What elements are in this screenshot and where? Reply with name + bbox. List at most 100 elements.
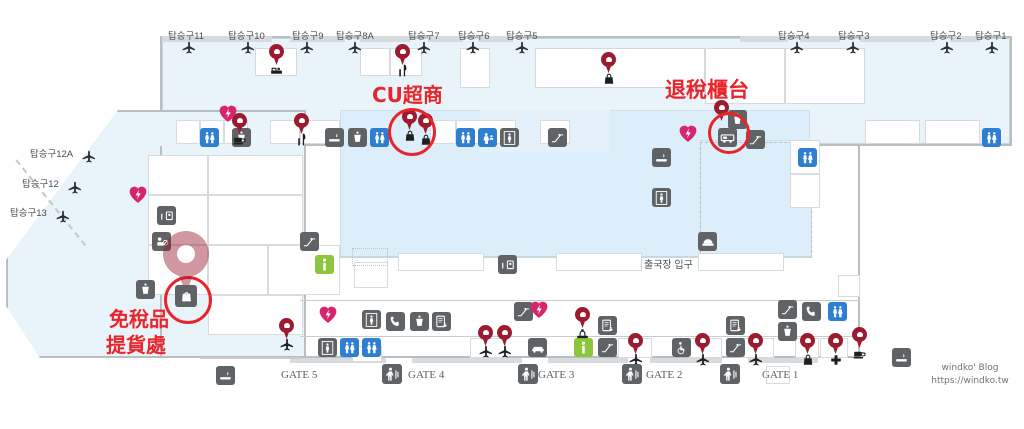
icon-atm-left[interactable] (157, 206, 176, 225)
icon-water-left[interactable] (136, 280, 155, 299)
pin-bag-gate1[interactable] (800, 333, 815, 354)
icon-phone-b1[interactable] (386, 312, 405, 331)
gate-label-top-0: 탑승구11 (168, 31, 205, 42)
tax-refund-counter: 退稅櫃台 (665, 78, 749, 102)
icon-restroom-b2[interactable] (362, 338, 381, 357)
pin-nursery-gate10[interactable] (269, 44, 284, 65)
icon-pet-left[interactable] (152, 232, 171, 251)
icon-smoking-b-right[interactable] (892, 348, 911, 367)
gate-label-bottom-4: GATE 1 (762, 369, 799, 381)
aed-heart-glyph (129, 186, 147, 203)
icon-phone-b2[interactable] (802, 302, 821, 321)
icon-smoking-top[interactable] (325, 128, 344, 147)
pin-coffee-gate1[interactable] (852, 327, 867, 348)
icon-water-b1[interactable] (410, 312, 429, 331)
icon-escalator-b1[interactable] (514, 302, 533, 321)
pin-head (395, 44, 410, 59)
icon-smoking-mid[interactable] (652, 148, 671, 167)
pin-tail (500, 335, 509, 346)
crosswalk-gate1[interactable] (720, 364, 740, 384)
pin-bag-gate5[interactable] (601, 52, 616, 73)
icon-elevator-top[interactable] (500, 128, 519, 147)
icon-restroom-top-1[interactable] (200, 128, 219, 147)
gate-label-top-7: 탑승구4 (778, 31, 810, 42)
gate-label-top-9: 탑승구2 (930, 31, 962, 42)
icon-elevator-b1[interactable] (318, 338, 337, 357)
pin-restaurant-gate8a[interactable] (395, 44, 410, 65)
pin-coffee-top[interactable] (232, 113, 247, 134)
watermark-line-2: https://windko.tw (931, 376, 1009, 387)
top-corridor-band-e (478, 36, 513, 42)
pin-tail (578, 317, 587, 328)
icon-checkin-b2[interactable] (598, 316, 617, 335)
curb-band-c (548, 358, 628, 363)
icon-escalator-tax[interactable] (746, 130, 765, 149)
gate-label-top-6: 탑승구5 (506, 31, 538, 42)
icon-restroom-b3[interactable] (828, 302, 847, 321)
duty-free-pickup-2: 提貨處 (106, 333, 166, 357)
shopping-bag-glyph (181, 291, 191, 301)
icon-escalator-b2[interactable] (598, 338, 617, 357)
entrance-box-right (698, 253, 784, 271)
pin-air-gate2[interactable] (695, 333, 710, 354)
curb-band-d (650, 358, 722, 363)
duty-free-pickup-ring[interactable] (164, 276, 212, 324)
icon-restroom-top-2[interactable] (370, 128, 389, 147)
icon-checkin-b3[interactable] (726, 316, 745, 335)
entrance-box-mid (556, 253, 642, 271)
pin-air-gate3[interactable] (575, 307, 590, 328)
pin-coffee-gate1-glyph (851, 346, 868, 361)
icon-taxi-b1[interactable] (528, 338, 547, 357)
shopping-bag-icon[interactable] (175, 285, 197, 307)
icon-smoking-bottom[interactable] (216, 366, 235, 385)
crosswalk-gate4[interactable] (382, 364, 402, 384)
pin-restaurant-left[interactable] (294, 113, 309, 134)
icon-nursery-top[interactable] (478, 128, 497, 147)
plane-icon-top-7 (790, 41, 804, 57)
pin-air-gate4b[interactable] (497, 325, 512, 346)
crosswalk-gate2[interactable] (622, 364, 642, 384)
icon-restroom-right-2[interactable] (982, 128, 1001, 147)
pin-air-gate4a[interactable] (478, 325, 493, 346)
icon-police-mid[interactable] (698, 232, 717, 251)
top-corridor-band-h (860, 36, 935, 42)
cu-store-ring[interactable] (388, 108, 436, 156)
icon-info-b1[interactable] (574, 338, 593, 357)
icon-escalator-b4[interactable] (778, 300, 797, 319)
plane-icon-top-10 (985, 41, 999, 57)
icon-water-top-2[interactable] (348, 128, 367, 147)
crosswalk-gate3[interactable] (518, 364, 538, 384)
icon-restroom-top-3[interactable] (456, 128, 475, 147)
top-corridor-band-a (162, 36, 272, 42)
icon-restroom-b1[interactable] (340, 338, 359, 357)
duty-free-pickup-bigpin[interactable] (163, 231, 209, 293)
plane-icon-left-1 (68, 181, 82, 197)
icon-water-b2[interactable] (778, 322, 797, 341)
icon-elevator-b2[interactable] (362, 310, 381, 329)
tax-refund-ring[interactable] (708, 112, 750, 154)
aed-1 (218, 104, 238, 123)
pin-tail (481, 335, 490, 346)
room-right-c (838, 275, 860, 297)
gate-label-top-3: 탑승구8A (336, 31, 374, 42)
pin-head (497, 325, 512, 340)
icon-checkin-b1[interactable] (432, 312, 451, 331)
icon-atm-mid[interactable] (498, 255, 517, 274)
icon-elevator-mid[interactable] (652, 188, 671, 207)
icon-info-left[interactable] (315, 255, 334, 274)
aed-2 (128, 185, 148, 204)
top-corridor-band-c (360, 36, 410, 42)
pin-air-gate2b-glyph (747, 352, 764, 367)
bigpin-head (163, 231, 209, 277)
gate-label-left-2: 탑승구13 (10, 208, 47, 219)
icon-restroom-right[interactable] (798, 148, 817, 167)
aed-3 (678, 124, 698, 143)
pin-air-gate2b[interactable] (748, 333, 763, 354)
pin-pharmacy-gate1[interactable] (828, 333, 843, 354)
icon-escalator-b3[interactable] (726, 338, 745, 357)
pin-air-gate5[interactable] (279, 318, 294, 339)
pin-air-gate3b[interactable] (628, 333, 643, 354)
icon-accessible-b1[interactable] (672, 338, 691, 357)
icon-escalator-top[interactable] (548, 128, 567, 147)
icon-escalator-left[interactable] (300, 232, 319, 251)
